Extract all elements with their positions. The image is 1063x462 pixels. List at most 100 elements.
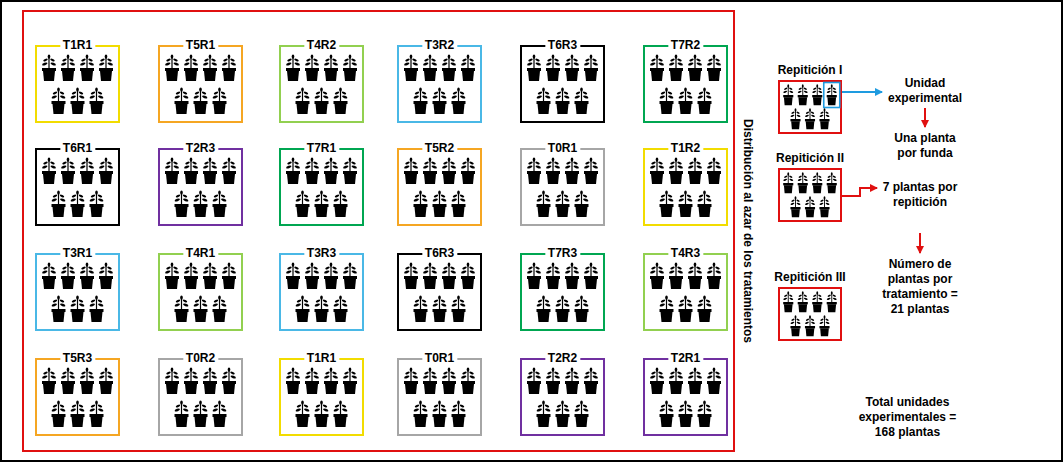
plot-box: T5R3 bbox=[35, 358, 120, 436]
plant-in-pot bbox=[707, 157, 721, 184]
plot-label: T2R1 bbox=[668, 351, 703, 365]
plot-box: T0R1 bbox=[397, 358, 482, 436]
plant-icons bbox=[645, 360, 726, 434]
plant-in-pot bbox=[527, 367, 541, 394]
plant-in-pot bbox=[819, 196, 829, 217]
plant-in-pot bbox=[688, 157, 702, 184]
plant-in-pot bbox=[555, 295, 569, 322]
plant-in-pot bbox=[805, 196, 815, 217]
plant-in-pot bbox=[565, 262, 579, 289]
plant-icons bbox=[160, 47, 241, 121]
repetition-box: Repitición III bbox=[778, 287, 842, 341]
repetition-title: Repitición III bbox=[774, 270, 845, 284]
plant-in-pot bbox=[42, 262, 56, 289]
plant-in-pot bbox=[203, 54, 217, 81]
plant-in-pot bbox=[343, 54, 357, 81]
plot-box: T4R3 bbox=[643, 253, 728, 331]
plant-in-pot bbox=[99, 367, 113, 394]
plant-in-pot bbox=[193, 87, 207, 114]
callout-arrow bbox=[842, 188, 877, 196]
plant-in-pot bbox=[783, 172, 793, 193]
plant-icons bbox=[780, 82, 840, 132]
plant-in-pot bbox=[314, 87, 328, 114]
plant-in-pot bbox=[343, 367, 357, 394]
plant-in-pot bbox=[707, 54, 721, 81]
plot-label: T5R2 bbox=[422, 141, 457, 155]
plot-label: T7R1 bbox=[304, 141, 339, 155]
plant-in-pot bbox=[669, 157, 683, 184]
plant-in-pot bbox=[669, 54, 683, 81]
plant-icons bbox=[160, 360, 241, 434]
plant-in-pot bbox=[584, 54, 598, 81]
plot-label: T3R1 bbox=[60, 246, 95, 260]
plant-icons bbox=[37, 47, 118, 121]
plant-in-pot bbox=[461, 157, 475, 184]
plant-in-pot bbox=[212, 87, 226, 114]
plot-label: T1R2 bbox=[668, 141, 703, 155]
plant-in-pot bbox=[343, 157, 357, 184]
plant-in-pot bbox=[574, 295, 588, 322]
repetition-title: Repitición I bbox=[778, 63, 843, 77]
plot-label: T7R3 bbox=[545, 246, 580, 260]
plant-in-pot bbox=[546, 262, 560, 289]
plant-in-pot bbox=[174, 87, 188, 114]
plant-in-pot bbox=[295, 400, 309, 427]
plant-in-pot bbox=[432, 190, 446, 217]
plant-in-pot bbox=[343, 262, 357, 289]
plot-label: T4R3 bbox=[668, 246, 703, 260]
plant-icons bbox=[281, 150, 362, 224]
plant-in-pot bbox=[527, 54, 541, 81]
plot-label: T6R3 bbox=[545, 38, 580, 52]
plant-in-pot bbox=[805, 315, 815, 336]
plant-in-pot bbox=[536, 190, 550, 217]
plant-in-pot bbox=[546, 54, 560, 81]
plant-in-pot bbox=[650, 367, 664, 394]
plant-in-pot bbox=[413, 190, 427, 217]
plot-box: T6R1 bbox=[35, 148, 120, 226]
plant-in-pot bbox=[461, 367, 475, 394]
plant-icons bbox=[399, 360, 480, 434]
plant-icons bbox=[281, 47, 362, 121]
plant-in-pot bbox=[51, 295, 65, 322]
plant-in-pot bbox=[80, 262, 94, 289]
plant-in-pot bbox=[451, 87, 465, 114]
plant-in-pot bbox=[432, 87, 446, 114]
plot-label: T0R1 bbox=[422, 351, 457, 365]
plant-in-pot bbox=[442, 367, 456, 394]
plant-in-pot bbox=[212, 295, 226, 322]
plant-in-pot bbox=[333, 400, 347, 427]
plant-in-pot bbox=[819, 315, 829, 336]
plant-in-pot bbox=[555, 190, 569, 217]
plant-in-pot bbox=[314, 400, 328, 427]
plant-in-pot bbox=[305, 262, 319, 289]
plant-icons bbox=[37, 360, 118, 434]
plant-in-pot bbox=[413, 295, 427, 322]
plant-in-pot bbox=[678, 295, 692, 322]
plant-in-pot bbox=[70, 190, 84, 217]
plant-in-pot bbox=[42, 54, 56, 81]
plant-in-pot bbox=[413, 87, 427, 114]
plant-in-pot bbox=[584, 157, 598, 184]
plant-in-pot bbox=[697, 400, 711, 427]
plot-label: T4R1 bbox=[183, 246, 218, 260]
plant-in-pot bbox=[805, 108, 815, 129]
plot-label: T5R3 bbox=[60, 351, 95, 365]
repetition-title: Repitición II bbox=[776, 151, 844, 165]
plant-icons bbox=[645, 47, 726, 121]
plant-in-pot bbox=[165, 157, 179, 184]
plot-box: T7R1 bbox=[279, 148, 364, 226]
plant-in-pot bbox=[80, 367, 94, 394]
plant-in-pot bbox=[61, 157, 75, 184]
plant-in-pot bbox=[659, 190, 673, 217]
plant-in-pot bbox=[165, 262, 179, 289]
plant-in-pot bbox=[827, 84, 837, 105]
plot-box: T2R2 bbox=[520, 358, 605, 436]
plant-in-pot bbox=[697, 87, 711, 114]
plant-in-pot bbox=[442, 54, 456, 81]
plant-in-pot bbox=[286, 157, 300, 184]
plot-box: T0R2 bbox=[158, 358, 243, 436]
plant-in-pot bbox=[305, 157, 319, 184]
plant-in-pot bbox=[174, 295, 188, 322]
plant-icons bbox=[645, 255, 726, 329]
plant-in-pot bbox=[819, 108, 829, 129]
